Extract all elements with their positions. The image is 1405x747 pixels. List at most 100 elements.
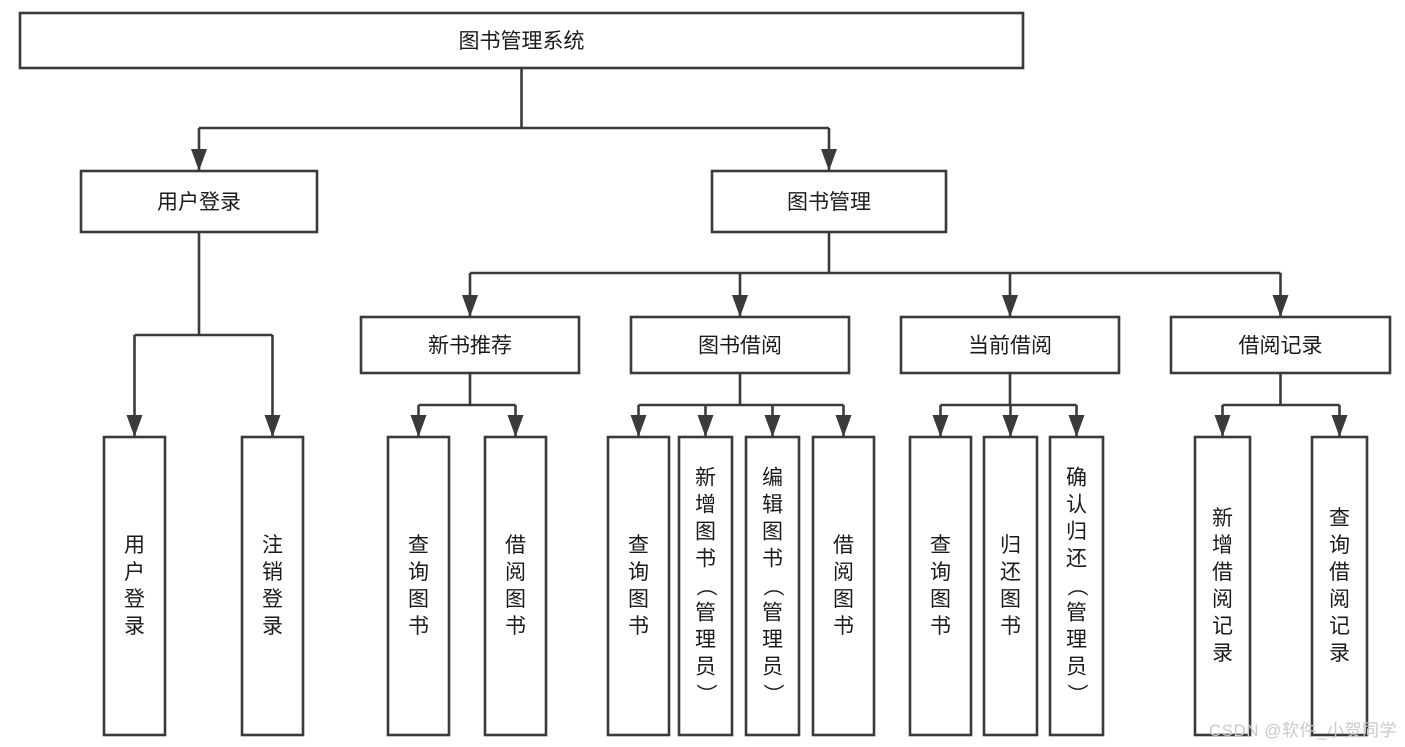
glyph: 书 [833,615,854,638]
glyph: 用 [124,534,145,557]
glyph: 询 [1329,534,1350,557]
glyph: 查 [930,534,951,557]
node-box-leaf-confirm-return [1048,435,1105,737]
node-box-book-manage [710,169,948,234]
node-box-new-book-recommend [359,315,581,375]
node-layer: 图书管理系统用户登录图书管理新书推荐图书借阅当前借阅借阅记录用户登录注销登录查询… [18,11,1392,737]
glyph: 书 [505,615,526,638]
glyph: 增 [1212,534,1233,557]
glyph: 记 [1212,615,1233,638]
glyph: 录 [124,615,145,638]
node-box-leaf-query-book-current [908,435,973,737]
glyph: 阅 [1329,588,1350,611]
glyph: 理 [695,629,716,652]
glyph: 新 [695,467,716,490]
glyph: 图 [1000,588,1021,611]
node-box-leaf-logout [240,435,305,737]
glyph: 归 [1000,534,1021,557]
glyph: 理 [762,629,783,652]
edge-arrowhead [1331,415,1348,437]
glyph: 员 [762,656,783,679]
edge-arrowhead [264,415,281,437]
glyph: 书 [628,615,649,638]
node-new-book-recommend[interactable]: 新书推荐 [359,315,581,375]
node-label-borrow-record: 借阅记录 [1239,335,1323,358]
node-book-borrow[interactable]: 图书借阅 [629,315,851,375]
glyph: 借 [505,534,526,557]
node-borrow-record[interactable]: 借阅记录 [1169,315,1392,375]
glyph: 询 [628,561,649,584]
glyph: 还 [1066,548,1087,571]
edge-arrowhead [630,415,647,437]
glyph: 图 [833,588,854,611]
glyph: 归 [1066,521,1087,544]
glyph: ） [761,684,784,705]
glyph: 员 [1066,656,1087,679]
node-box-leaf-return-book [982,435,1039,737]
glyph: 阅 [1212,588,1233,611]
node-label-new-book-recommend: 新书推荐 [428,335,512,358]
node-current-borrow[interactable]: 当前借阅 [899,315,1121,375]
edge-arrowhead [1002,295,1018,317]
edge-arrowhead [732,295,748,317]
glyph: 增 [695,494,716,517]
glyph: 辑 [762,494,783,517]
node-label-current-borrow: 当前借阅 [968,335,1052,358]
edge-arrowhead [126,415,143,437]
connector-layer [126,68,1348,437]
node-root[interactable]: 图书管理系统 [18,11,1025,70]
glyph: 认 [1066,494,1087,517]
glyph: 图 [695,521,716,544]
edge-arrowhead [697,415,714,437]
node-box-leaf-user-login [102,435,167,737]
glyph: 新 [1212,507,1233,530]
edge-arrowhead [507,415,524,437]
glyph: 还 [1000,561,1021,584]
edge-arrowhead [821,149,837,171]
glyph: （ [694,576,717,597]
glyph: （ [1065,576,1088,597]
node-label-user-login: 用户登录 [157,191,241,214]
glyph: 注 [262,534,283,557]
node-box-borrow-record [1169,315,1392,375]
glyph: ） [1065,684,1088,705]
glyph: 确 [1066,467,1087,490]
edge-arrowhead [932,415,949,437]
node-box-leaf-edit-book [744,435,801,737]
glyph: 查 [628,534,649,557]
node-book-manage[interactable]: 图书管理 [710,169,948,234]
node-box-leaf-query-book-borrow [606,435,671,737]
glyph: 阅 [833,561,854,584]
edge-arrowhead [764,415,781,437]
glyph: 户 [124,561,145,584]
node-box-leaf-borrow-book [811,435,876,737]
glyph: 图 [505,588,526,611]
glyph: 录 [1329,642,1350,665]
edge-arrowhead [191,149,207,171]
node-user-login[interactable]: 用户登录 [79,169,319,234]
node-box-leaf-borrow-book-recommend [483,435,548,737]
edge-arrowhead [1272,295,1289,317]
glyph: 图 [628,588,649,611]
glyph: 书 [1000,615,1021,638]
glyph: 理 [1066,629,1087,652]
node-label-root: 图书管理系统 [459,30,585,53]
node-leaf-user-login[interactable]: 用户登录 [102,435,167,737]
